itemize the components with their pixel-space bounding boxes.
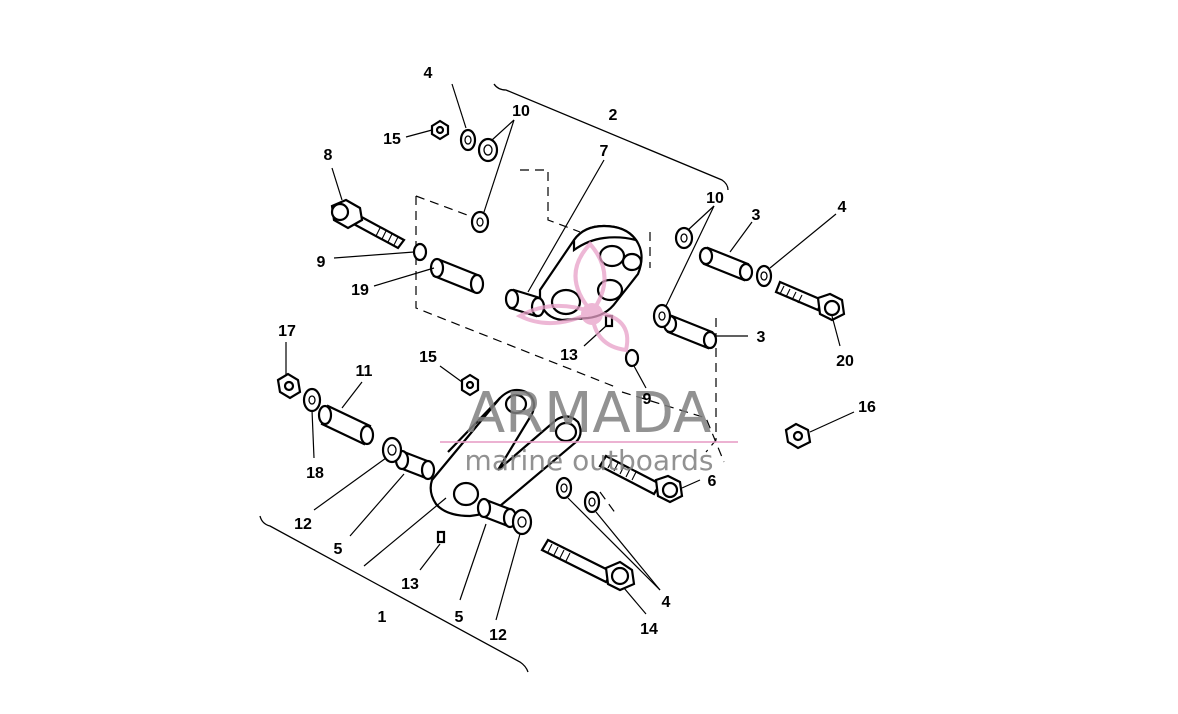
watermark-brand: ARMADA	[467, 381, 711, 446]
callout-9: 9	[643, 391, 652, 408]
callout-4: 4	[662, 594, 671, 611]
callout-9: 9	[317, 254, 326, 271]
callout-7: 7	[600, 143, 609, 160]
callout-12: 12	[489, 627, 507, 644]
callout-20: 20	[836, 353, 854, 370]
sleeve-3-upper	[698, 246, 754, 282]
callout-3: 3	[757, 329, 766, 346]
callout-18: 18	[306, 465, 324, 482]
callout-6: 6	[708, 473, 717, 490]
propeller-logo-icon	[515, 241, 630, 353]
watermark: ARMADA marine outboards	[440, 241, 738, 477]
washers-and-nuts	[276, 119, 812, 544]
bolt-14	[540, 538, 636, 592]
bushing-5-right	[476, 497, 518, 529]
callout-numbers: 4 15 10 2 7 8 9 19 10 3 4 3 20 13 9 16 1…	[278, 65, 876, 644]
sleeve-19	[429, 257, 485, 295]
watermark-tagline: marine outboards	[465, 444, 714, 477]
callout-4: 4	[838, 199, 847, 216]
callout-5: 5	[334, 541, 343, 558]
callout-10: 10	[706, 190, 724, 207]
callout-2: 2	[609, 107, 618, 124]
callout-5: 5	[455, 609, 464, 626]
callout-16: 16	[858, 399, 876, 416]
callout-4: 4	[424, 65, 433, 82]
assembly-1-bracket	[259, 515, 529, 673]
callout-8: 8	[324, 147, 333, 164]
callout-12: 12	[294, 516, 312, 533]
dashed-assembly-lines	[415, 169, 725, 515]
bushing-5-left	[394, 449, 436, 481]
callout-13: 13	[401, 576, 419, 593]
callout-17: 17	[278, 323, 296, 340]
callout-13: 13	[560, 347, 578, 364]
callout-3: 3	[752, 207, 761, 224]
bolt-8	[330, 198, 406, 250]
callout-19: 19	[351, 282, 369, 299]
callout-15: 15	[383, 131, 401, 148]
bolt-6	[598, 454, 684, 504]
sleeve-11	[317, 404, 375, 446]
callout-1: 1	[378, 609, 387, 626]
leader-lines	[285, 83, 855, 621]
callout-14: 14	[640, 621, 658, 638]
callout-10: 10	[512, 103, 530, 120]
callout-11: 11	[356, 363, 373, 380]
assembly-2-bracket	[493, 83, 729, 191]
bolt-20	[774, 280, 846, 322]
callout-15: 15	[419, 349, 437, 366]
sleeve-3-lower	[662, 314, 718, 350]
